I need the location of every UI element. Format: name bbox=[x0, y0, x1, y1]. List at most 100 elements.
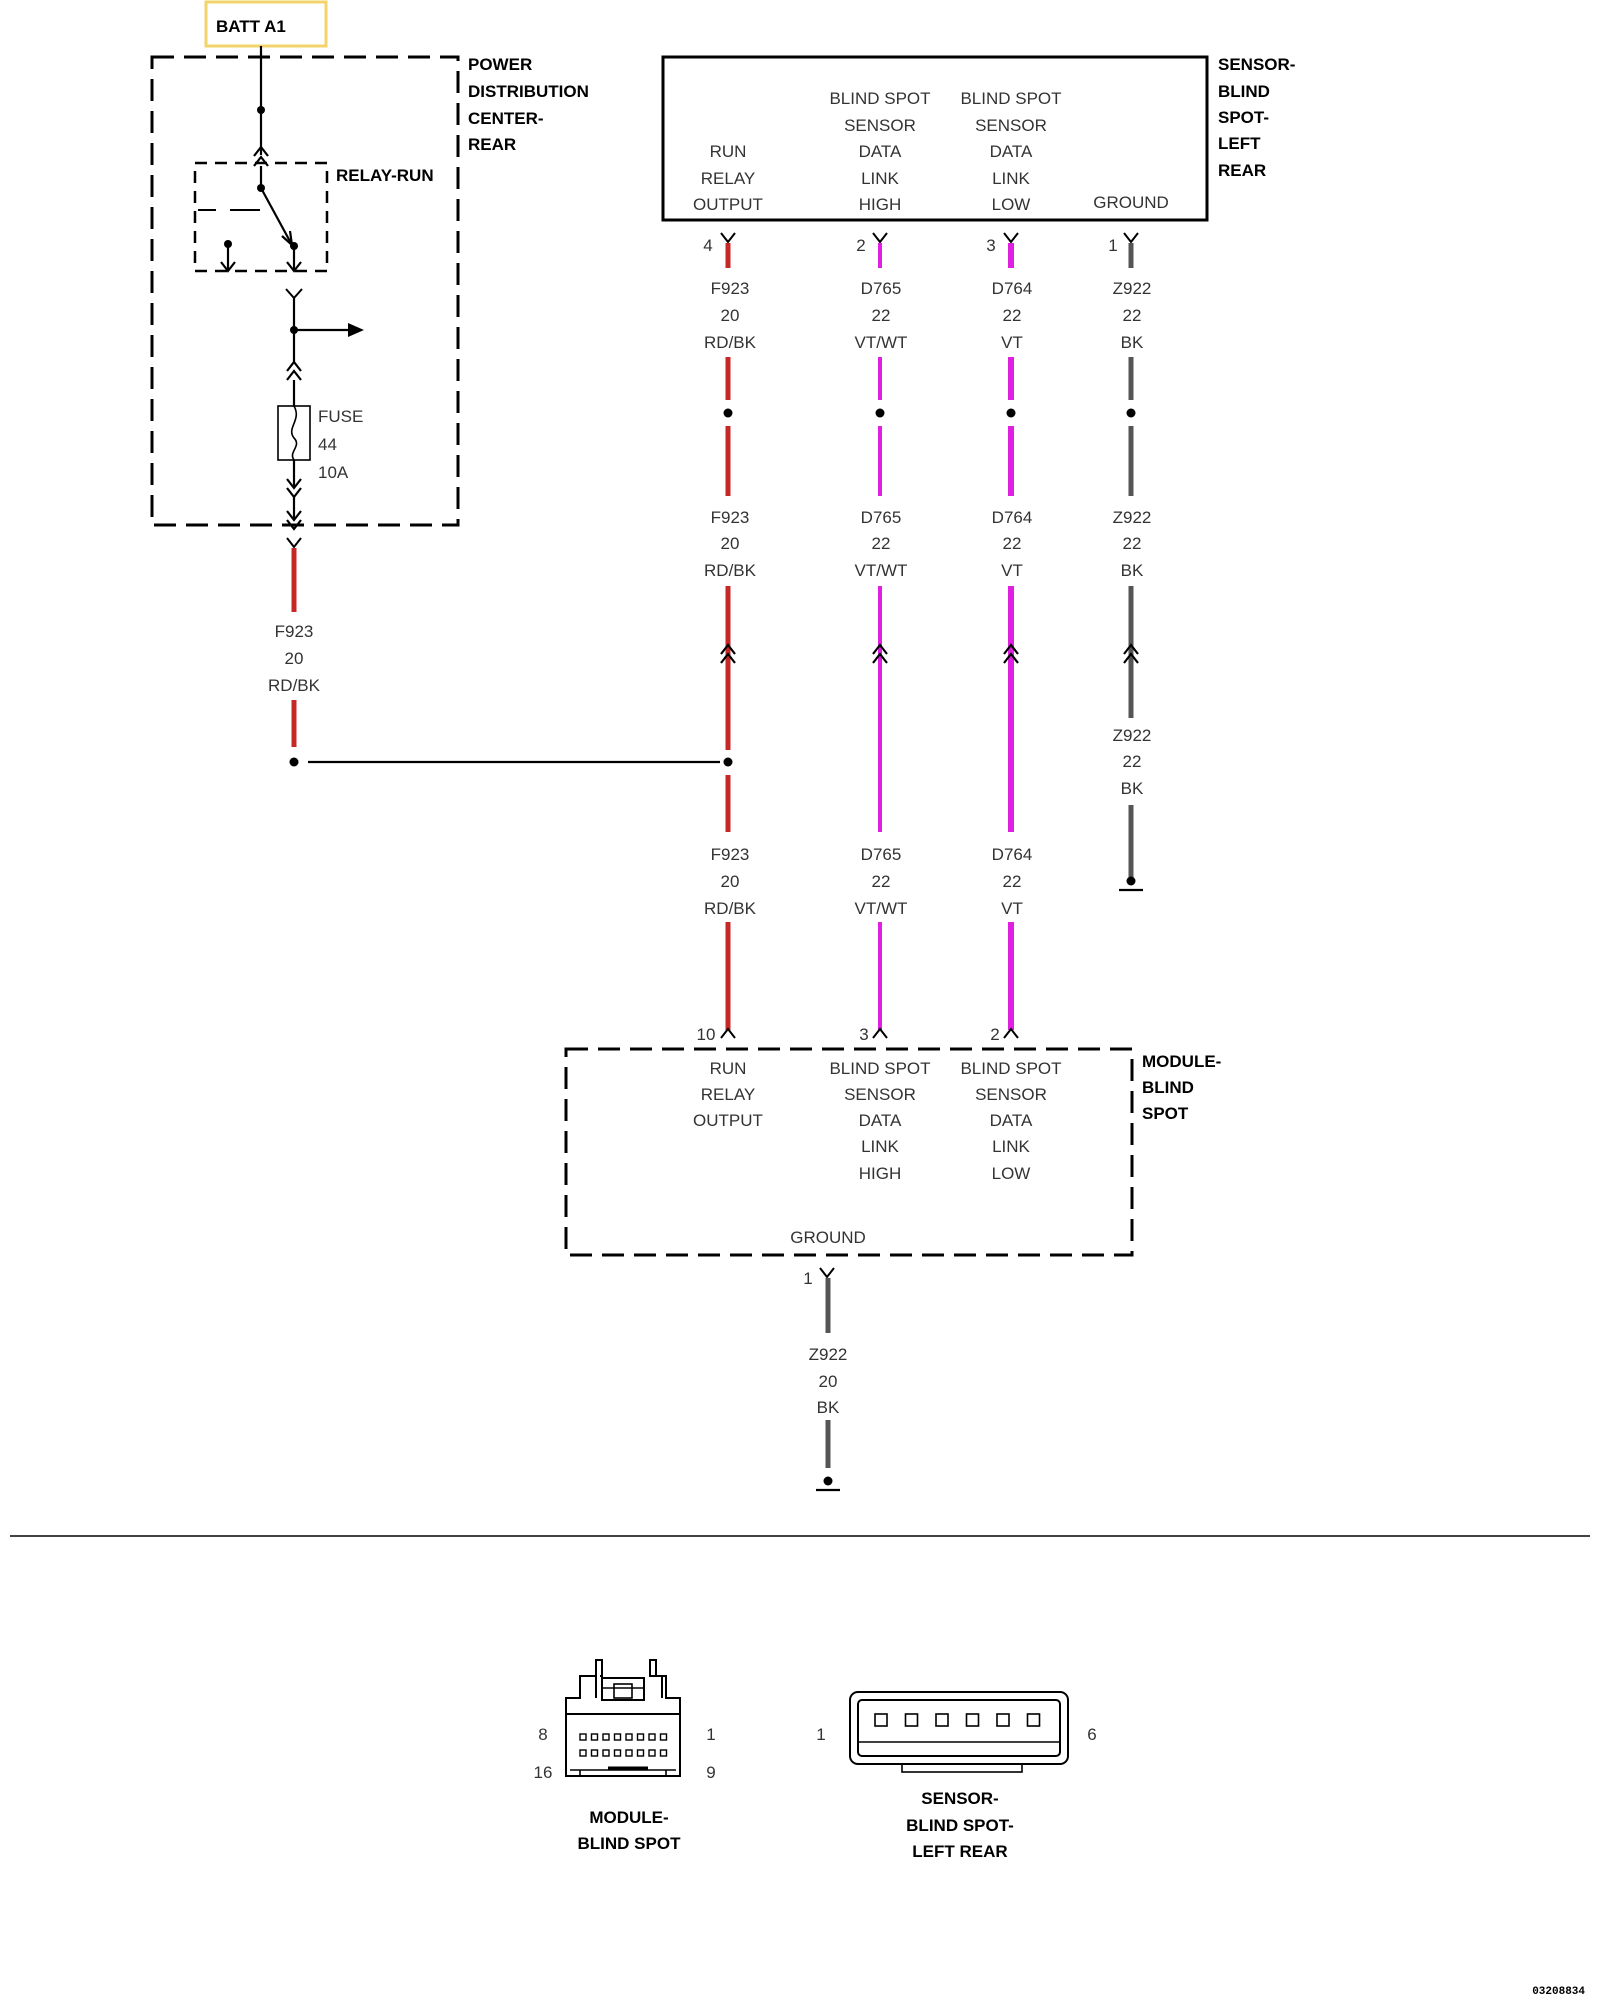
svg-text:DISTRIBUTION: DISTRIBUTION bbox=[468, 82, 589, 101]
module-pin-2-function: BLIND SPOT SENSOR DATA LINK LOW bbox=[960, 1059, 1061, 1183]
wire-f923-column bbox=[720, 232, 736, 1039]
module-connector-cavity bbox=[659, 1749, 668, 1757]
svg-text:DATA: DATA bbox=[990, 142, 1033, 161]
module-connector-cavity bbox=[579, 1733, 587, 1741]
sensor-title: SENSOR- BLIND SPOT- LEFT REAR bbox=[1218, 55, 1295, 180]
module-connector-name: MODULE- BLIND SPOT bbox=[578, 1808, 682, 1853]
svg-text:DATA: DATA bbox=[859, 142, 902, 161]
wire-label-d765-3: D765 22 VT/WT bbox=[855, 845, 908, 918]
svg-text:BLIND: BLIND bbox=[1142, 1078, 1194, 1097]
fuse-44-symbol bbox=[277, 380, 311, 531]
sensor-pin-1-function: GROUND bbox=[1093, 193, 1169, 212]
svg-text:OUTPUT: OUTPUT bbox=[693, 195, 763, 214]
svg-text:D765: D765 bbox=[861, 508, 902, 527]
svg-text:VT: VT bbox=[1001, 561, 1023, 580]
svg-text:RUN: RUN bbox=[710, 1059, 747, 1078]
svg-text:SENSOR: SENSOR bbox=[975, 116, 1047, 135]
sensor-connector-cavity bbox=[965, 1713, 980, 1727]
svg-text:Z922: Z922 bbox=[1113, 726, 1152, 745]
sensor-pin-number: 4 bbox=[703, 236, 712, 255]
svg-text:22: 22 bbox=[872, 306, 891, 325]
svg-text:LINK: LINK bbox=[861, 169, 899, 188]
svg-text:BLIND SPOT: BLIND SPOT bbox=[960, 1059, 1061, 1078]
svg-text:F923: F923 bbox=[711, 508, 750, 527]
sensor-connector-cavity bbox=[904, 1713, 919, 1727]
pdc-title: POWER DISTRIBUTION CENTER- REAR bbox=[468, 55, 589, 154]
module-pin-10-function: RUN RELAY OUTPUT bbox=[693, 1059, 763, 1130]
svg-text:22: 22 bbox=[872, 872, 891, 891]
sensor-connector-name: SENSOR- BLIND SPOT- LEFT REAR bbox=[906, 1789, 1014, 1861]
module-connector-cavity bbox=[579, 1749, 587, 1757]
svg-text:BLIND SPOT: BLIND SPOT bbox=[960, 89, 1061, 108]
module-pin-3-function: BLIND SPOT SENSOR DATA LINK HIGH bbox=[829, 1059, 930, 1183]
wire-label-d764-3: D764 22 VT bbox=[992, 845, 1033, 918]
svg-text:RELAY: RELAY bbox=[701, 169, 756, 188]
ground-symbol bbox=[1119, 876, 1143, 892]
module-pin-label: 8 bbox=[538, 1725, 547, 1744]
sensor-connector-cavity bbox=[996, 1713, 1010, 1727]
svg-text:22: 22 bbox=[1003, 306, 1022, 325]
svg-text:F923: F923 bbox=[711, 279, 750, 298]
svg-text:SENSOR: SENSOR bbox=[975, 1085, 1047, 1104]
diagram-id: 03208834 bbox=[1532, 1986, 1585, 1998]
svg-text:SENSOR-: SENSOR- bbox=[1218, 55, 1295, 74]
svg-text:22: 22 bbox=[872, 534, 891, 553]
svg-text:SENSOR: SENSOR bbox=[844, 1085, 916, 1104]
svg-text:22: 22 bbox=[1123, 534, 1142, 553]
wire-label-d765-1: D765 22 VT/WT bbox=[855, 279, 908, 352]
svg-text:F923: F923 bbox=[275, 622, 314, 641]
svg-text:D764: D764 bbox=[992, 845, 1033, 864]
svg-text:RD/BK: RD/BK bbox=[704, 561, 757, 580]
relay-run-label: RELAY-RUN bbox=[336, 166, 434, 185]
svg-text:RD/BK: RD/BK bbox=[268, 676, 321, 695]
sensor-pin-2-function: BLIND SPOT SENSOR DATA LINK HIGH bbox=[829, 89, 930, 214]
svg-text:BLIND SPOT: BLIND SPOT bbox=[829, 1059, 930, 1078]
module-pin-label: 9 bbox=[706, 1763, 715, 1782]
svg-text:REAR: REAR bbox=[468, 135, 516, 154]
module-ground-pin: 1 bbox=[803, 1269, 812, 1288]
svg-text:VT: VT bbox=[1001, 899, 1023, 918]
svg-text:F923: F923 bbox=[711, 845, 750, 864]
wire-label-d765-2: D765 22 VT/WT bbox=[855, 508, 908, 580]
sensor-connector-view bbox=[849, 1691, 1069, 1773]
module-connector-cavity bbox=[648, 1749, 656, 1757]
svg-text:REAR: REAR bbox=[1218, 161, 1266, 180]
svg-text:BK: BK bbox=[817, 1398, 840, 1417]
sensor-pin-label: 6 bbox=[1087, 1725, 1096, 1744]
svg-text:22: 22 bbox=[1003, 534, 1022, 553]
svg-text:CENTER-: CENTER- bbox=[468, 109, 544, 128]
sensor-pin-number: 2 bbox=[856, 236, 865, 255]
module-box bbox=[564, 1047, 1134, 1257]
wire-label-z922-2: Z922 22 BK bbox=[1113, 508, 1152, 580]
svg-text:20: 20 bbox=[721, 872, 740, 891]
wire-f923-feed bbox=[286, 537, 720, 767]
svg-text:LINK: LINK bbox=[992, 1137, 1030, 1156]
svg-text:20: 20 bbox=[721, 534, 740, 553]
svg-text:MODULE-: MODULE- bbox=[589, 1808, 668, 1827]
svg-text:OUTPUT: OUTPUT bbox=[693, 1111, 763, 1130]
svg-text:20: 20 bbox=[819, 1372, 838, 1391]
module-connector-cavity bbox=[613, 1733, 622, 1741]
svg-text:LINK: LINK bbox=[861, 1137, 899, 1156]
svg-text:VT/WT: VT/WT bbox=[855, 899, 908, 918]
module-pin-label: 16 bbox=[534, 1763, 553, 1782]
wire-d764-column bbox=[1003, 232, 1019, 1039]
svg-text:BK: BK bbox=[1121, 779, 1144, 798]
module-connector-cavity bbox=[636, 1733, 645, 1741]
sensor-pin-number: 1 bbox=[1108, 236, 1117, 255]
svg-text:22: 22 bbox=[1003, 872, 1022, 891]
svg-text:VT/WT: VT/WT bbox=[855, 333, 908, 352]
module-connector-cavity bbox=[602, 1733, 610, 1741]
svg-text:POWER: POWER bbox=[468, 55, 532, 74]
sensor-connector-cavity bbox=[935, 1713, 949, 1727]
svg-text:HIGH: HIGH bbox=[859, 1164, 902, 1183]
svg-text:BLIND SPOT: BLIND SPOT bbox=[578, 1834, 682, 1853]
wire-label-z922-3: Z922 22 BK bbox=[1113, 726, 1152, 798]
svg-text:Z922: Z922 bbox=[1113, 508, 1152, 527]
svg-text:Z922: Z922 bbox=[1113, 279, 1152, 298]
svg-text:DATA: DATA bbox=[859, 1111, 902, 1130]
module-ground-label: GROUND bbox=[790, 1228, 866, 1247]
sensor-box bbox=[661, 55, 1209, 222]
sensor-connector-cavity bbox=[874, 1713, 888, 1727]
